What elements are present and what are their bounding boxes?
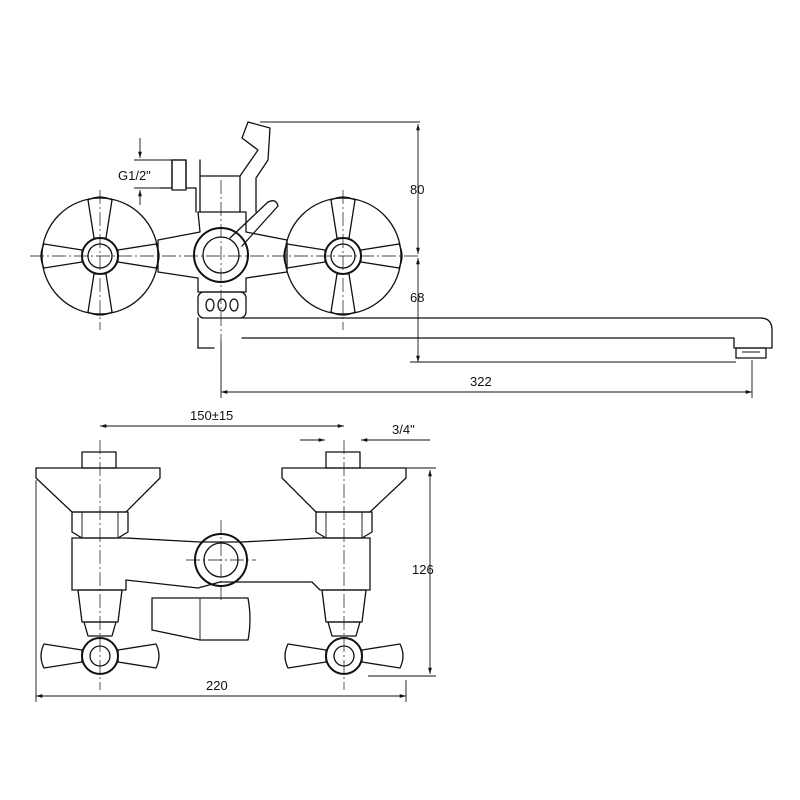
dim-connection: 3/4" [300, 422, 430, 442]
dim-spout-length: 322 [220, 340, 753, 398]
label-spout-length: 322 [470, 374, 492, 389]
dim-body-height: 126 [368, 467, 436, 677]
bottom-view: 150±15 3/4" 126 220 [35, 408, 436, 702]
spout-front [241, 317, 773, 359]
dim-height-spout: 68 [410, 258, 736, 363]
top-view: G1/2" 80 68 322 [30, 121, 773, 398]
label-height-top: 80 [410, 182, 424, 197]
dim-total-width: 220 [35, 480, 407, 702]
dim-center-distance: 150±15 [100, 408, 344, 428]
label-total-width: 220 [206, 678, 228, 693]
label-center-distance: 150±15 [190, 408, 233, 423]
label-height-spout: 68 [410, 290, 424, 305]
label-connection: 3/4" [392, 422, 415, 437]
mixer-body-front [157, 121, 288, 349]
left-flange-plan [35, 451, 161, 539]
label-body-height: 126 [412, 562, 434, 577]
dim-thread-inlet: G1/2" [118, 138, 172, 205]
label-thread-inlet: G1/2" [118, 168, 151, 183]
dim-height-top: 80 [260, 121, 424, 254]
